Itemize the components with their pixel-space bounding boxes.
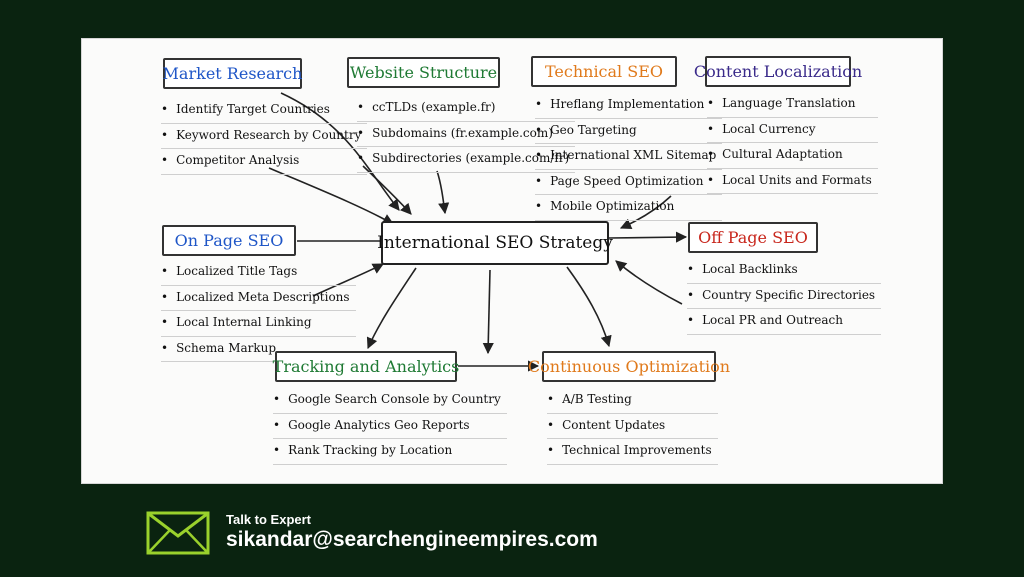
contact-footer: Talk to Expert sikandar@searchengineempi… <box>146 508 666 558</box>
content-localization-box: Content Localization <box>694 56 862 87</box>
continuous-optimization-box: Continuous Optimization <box>528 351 730 382</box>
list-item: Local PR and Outreach <box>687 309 882 335</box>
list-item: Geo Targeting <box>535 119 723 144</box>
list-item: Mobile Optimization <box>535 195 723 221</box>
arrow-competitor <box>268 167 394 225</box>
list-item: Competitor Analysis <box>161 149 368 175</box>
list-item: Google Analytics Geo Reports <box>273 414 507 439</box>
on-page-seo-list: Localized Title Tags Localized Meta Desc… <box>161 260 356 362</box>
list-item: Cultural Adaptation <box>707 143 878 169</box>
list-item: Google Search Console by Country <box>273 388 507 414</box>
whiteboard: Market Research Identify Target Countrie… <box>81 38 943 484</box>
list-item: Localized Meta Descriptions <box>161 286 356 311</box>
list-item: Local Units and Formats <box>707 169 878 194</box>
list-item: Technical Improvements <box>547 439 718 465</box>
arrow-to-off-page <box>608 231 688 243</box>
list-item: Subdirectories (example.com/fr) <box>357 147 576 173</box>
list-item: Localized Title Tags <box>161 260 356 286</box>
on-page-seo-box: On Page SEO <box>162 225 296 256</box>
arrow-to-continuous <box>566 266 612 348</box>
arrow-to-tracking <box>366 267 417 350</box>
technical-seo-list: Hreflang Implementation Geo Targeting In… <box>535 93 723 221</box>
arrow-subdirectories <box>436 170 450 215</box>
envelope-icon <box>146 511 210 555</box>
tracking-analytics-box: Tracking and Analytics <box>273 351 459 382</box>
list-item: Page Speed Optimization <box>535 170 723 195</box>
website-structure-list: ccTLDs (example.fr) Subdomains (fr.examp… <box>357 96 576 173</box>
list-item: Local Internal Linking <box>161 311 356 337</box>
market-research-box: Market Research <box>163 58 302 89</box>
list-item: Identify Target Countries <box>161 98 368 124</box>
arrow-website-structure <box>362 165 412 215</box>
website-structure-box: Website Structure <box>347 57 500 88</box>
list-item: A/B Testing <box>547 388 718 414</box>
market-research-list: Identify Target Countries Keyword Resear… <box>161 98 368 175</box>
list-item: International XML Sitemap <box>535 144 723 170</box>
list-item: Schema Markup <box>161 337 356 362</box>
content-localization-list: Language Translation Local Currency Cult… <box>707 92 878 194</box>
technical-seo-box: Technical SEO <box>531 56 677 87</box>
off-page-seo-list: Local Backlinks Country Specific Directo… <box>687 258 882 335</box>
list-item: Content Updates <box>547 414 718 439</box>
continuous-optimization-list: A/B Testing Content Updates Technical Im… <box>547 388 718 465</box>
list-item: Local Currency <box>707 118 878 143</box>
contact-email-link[interactable]: sikandar@searchengineempires.com <box>226 528 598 551</box>
list-item: Rank Tracking by Location <box>273 439 507 465</box>
list-item: Country Specific Directories <box>687 284 882 309</box>
arrow-center-down <box>482 269 494 355</box>
list-item: Keyword Research by Country <box>161 124 368 149</box>
list-item: Hreflang Implementation <box>535 93 723 119</box>
talk-to-expert-label: Talk to Expert <box>226 512 312 527</box>
international-seo-strategy-box: International SEO Strategy <box>377 221 613 265</box>
tracking-analytics-list: Google Search Console by Country Google … <box>273 388 507 465</box>
arrow-off-page-items <box>615 260 683 305</box>
list-item: Local Backlinks <box>687 258 882 284</box>
off-page-seo-box: Off Page SEO <box>688 222 818 253</box>
list-item: Language Translation <box>707 92 878 118</box>
